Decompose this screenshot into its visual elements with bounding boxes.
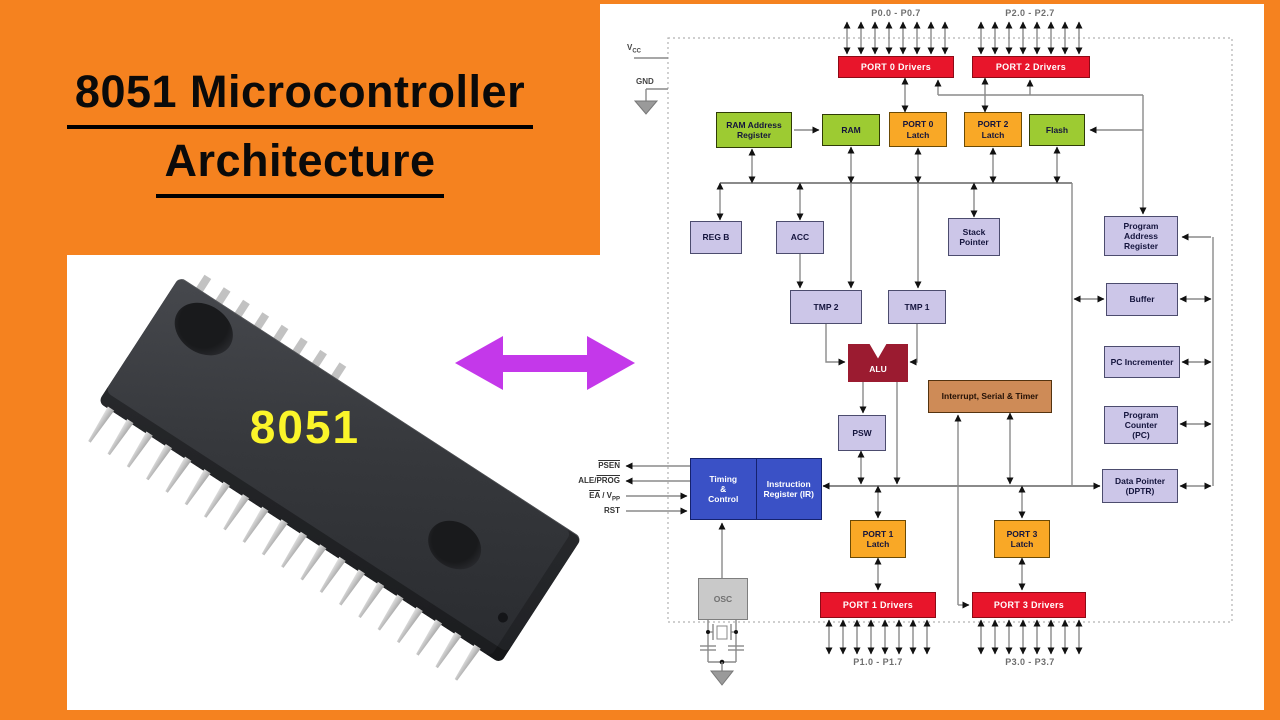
block-port3-latch: PORT 3 Latch (994, 520, 1050, 558)
label-p2-pins: P2.0 - P2.7 (1005, 8, 1055, 18)
arrow-right-head (587, 336, 635, 390)
arrow-left-head (455, 336, 503, 390)
label-p1-pins: P1.0 - P1.7 (853, 657, 903, 667)
label-gnd: GND (636, 77, 654, 86)
block-stack-pointer: Stack Pointer (948, 218, 1000, 256)
block-port3-drivers: PORT 3 Drivers (972, 592, 1086, 618)
block-ram: RAM (822, 114, 880, 146)
block-tmp2: TMP 2 (790, 290, 862, 324)
title-line-2: Architecture (0, 129, 600, 198)
page-title: 8051 Microcontroller Architecture (0, 60, 600, 198)
block-instruction-register: Instruction Register (IR) (756, 459, 821, 519)
block-program-address-register: Program Address Register (1104, 216, 1178, 256)
block-port0-latch: PORT 0 Latch (889, 112, 947, 147)
chip-dimple (418, 510, 491, 580)
block-port1-latch: PORT 1 Latch (850, 520, 906, 558)
label-p3-pins: P3.0 - P3.7 (1005, 657, 1055, 667)
label-vcc: VCC (627, 43, 642, 55)
signal-rst: RST (604, 506, 620, 515)
signal-psen: PSEN (598, 461, 620, 470)
label-p0-pins: P0.0 - P0.7 (871, 8, 921, 18)
block-buffer: Buffer (1106, 283, 1178, 316)
block-timing-and-ir: Timing & Control Instruction Register (I… (690, 458, 822, 520)
block-data-pointer: Data Pointer (DPTR) (1102, 469, 1178, 503)
block-port2-drivers: PORT 2 Drivers (972, 56, 1090, 78)
block-reg-b: REG B (690, 221, 742, 254)
chip-part-number: 8051 (249, 400, 361, 453)
block-program-counter: Program Counter (PC) (1104, 406, 1178, 444)
title-line-1: 8051 Microcontroller (0, 60, 600, 129)
block-psw: PSW (838, 415, 886, 451)
block-ram-address-register: RAM Address Register (716, 112, 792, 148)
chip-hole (496, 610, 510, 625)
arrow-shaft (499, 355, 591, 372)
signal-ale-prog: ALE/PROG (578, 476, 620, 485)
block-tmp1: TMP 1 (888, 290, 946, 324)
block-flash: Flash (1029, 114, 1085, 146)
block-port1-drivers: PORT 1 Drivers (820, 592, 936, 618)
block-osc: OSC (698, 578, 748, 620)
block-pc-incrementer: PC Incrementer (1104, 346, 1180, 378)
block-interrupt-serial-timer: Interrupt, Serial & Timer (928, 380, 1052, 413)
block-port0-drivers: PORT 0 Drivers (838, 56, 954, 78)
block-acc: ACC (776, 221, 824, 254)
signal-ea-vpp: EA / VPP (589, 491, 620, 503)
double-arrow-icon (455, 336, 635, 390)
block-port2-latch: PORT 2 Latch (964, 112, 1022, 147)
block-timing-control: Timing & Control (691, 459, 757, 519)
